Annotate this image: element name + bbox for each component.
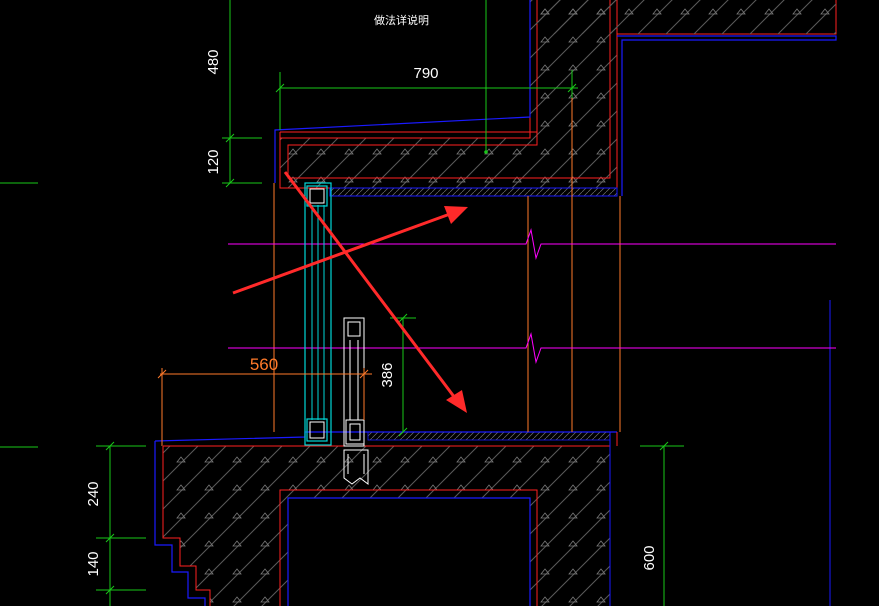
- upper-soffit-finish: [329, 187, 618, 197]
- note-label: 做法详说明: [374, 13, 429, 27]
- orange-guides: [273, 80, 621, 432]
- dimension-lines: [0, 0, 684, 606]
- upper-top-hatch-strip: [536, 0, 836, 34]
- lower-concrete-outline-red: [162, 445, 611, 606]
- upper-concrete-structure: [274, 0, 837, 197]
- upper-right-wall-blue: [617, 35, 837, 196]
- arrow-head-up: [444, 206, 468, 224]
- upper-concrete-hatch: [280, 0, 617, 188]
- dim-480-label: 480: [205, 49, 222, 74]
- screen-track-profile: [343, 317, 369, 485]
- dimension-560-lines: [157, 368, 372, 446]
- lower-concrete-hatch: [163, 446, 610, 606]
- annotation-arrows: [232, 171, 468, 413]
- dim-240-label: 240: [85, 481, 102, 506]
- dim-600-label: 600: [641, 545, 658, 570]
- arrow-line-up: [232, 212, 451, 295]
- lower-concrete-structure: [154, 300, 831, 606]
- window-frame: [304, 182, 332, 446]
- lower-finish-outline-blue: [154, 441, 531, 606]
- dim-140-label: 140: [85, 551, 102, 576]
- dim-120-label: 120: [205, 149, 222, 174]
- dim-790-label: 790: [413, 65, 438, 82]
- lower-floor-finish: [367, 431, 611, 441]
- reference-point: [484, 150, 488, 154]
- dim-560-label: 560: [250, 355, 278, 374]
- upper-finish-outline: [274, 0, 531, 183]
- dim-386-label: 386: [379, 362, 396, 387]
- arrow-head-down: [446, 390, 467, 413]
- section-lines: [228, 228, 836, 364]
- arrow-line-down: [283, 171, 457, 399]
